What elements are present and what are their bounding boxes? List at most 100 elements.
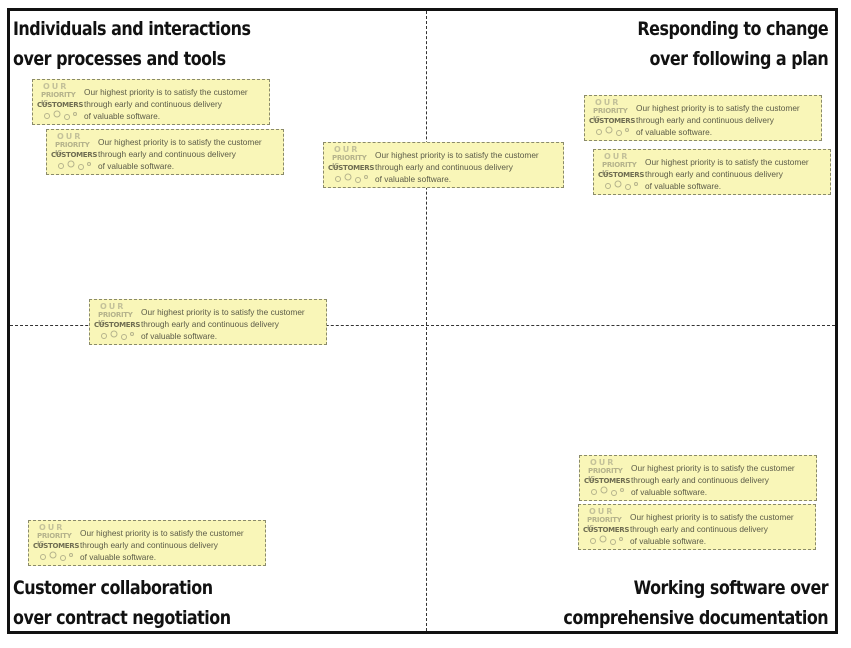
customers-logo-icon: OUR PRIORITY IS CUSTOMERS: [51, 132, 98, 172]
customers-logo-icon: OUR PRIORITY IS CUSTOMERS: [94, 302, 141, 342]
note-text-line: Our highest priority is to satisfy the c…: [98, 137, 262, 147]
logo-text: CUSTOMERS: [94, 321, 141, 329]
quadrant-label-line: Individuals and interactions: [13, 18, 251, 40]
note-text-line: Our highest priority is to satisfy the c…: [631, 463, 795, 473]
logo-text: CUSTOMERS: [51, 151, 98, 159]
note-text: Our highest priority is to satisfy the c…: [141, 306, 305, 342]
logo-text: OUR: [590, 458, 616, 467]
sticky-note[interactable]: OUR PRIORITY IS CUSTOMERS Our highest pr…: [593, 149, 831, 195]
logo-text: PRIORITY IS: [332, 154, 367, 170]
note-text-line: of valuable software.: [84, 111, 161, 121]
logo-text: PRIORITY IS: [587, 516, 622, 532]
note-text-line: Our highest priority is to satisfy the c…: [630, 512, 794, 522]
logo-text: OUR: [589, 507, 615, 516]
smiley-dots-icon: [58, 160, 91, 170]
note-text-line: of valuable software.: [630, 536, 707, 546]
smiley-dots-icon: [591, 486, 624, 496]
smiley-dots-icon: [590, 535, 623, 545]
smiley-dots-icon: [605, 180, 638, 190]
logo-text: OUR: [43, 82, 69, 91]
logo-text: CUSTOMERS: [589, 117, 636, 125]
logo-text: PRIORITY IS: [602, 161, 637, 177]
sticky-note[interactable]: OUR PRIORITY IS CUSTOMERS Our highest pr…: [323, 142, 564, 188]
note-text: Our highest priority is to satisfy the c…: [80, 527, 244, 563]
logo-text: PRIORITY IS: [41, 91, 76, 107]
note-text-line: Our highest priority is to satisfy the c…: [80, 528, 244, 538]
sticky-note[interactable]: OUR PRIORITY IS CUSTOMERS Our highest pr…: [46, 129, 284, 175]
quadrant-label-bottom-right: Working software over comprehensive docu…: [563, 573, 828, 633]
note-text: Our highest priority is to satisfy the c…: [636, 102, 800, 138]
horizontal-divider: [10, 325, 835, 326]
logo-text: CUSTOMERS: [328, 164, 375, 172]
note-text: Our highest priority is to satisfy the c…: [630, 511, 794, 547]
note-text-line: through early and continuous delivery: [84, 99, 222, 109]
note-text-line: of valuable software.: [375, 174, 452, 184]
sticky-note[interactable]: OUR PRIORITY IS CUSTOMERS Our highest pr…: [32, 79, 270, 125]
note-text-line: through early and continuous delivery: [630, 524, 768, 534]
note-text-line: Our highest priority is to satisfy the c…: [636, 103, 800, 113]
note-text-line: of valuable software.: [636, 127, 713, 137]
sticky-note[interactable]: OUR PRIORITY IS CUSTOMERS Our highest pr…: [584, 95, 822, 141]
quadrant-label-line: over processes and tools: [13, 48, 226, 70]
logo-text: OUR: [334, 145, 360, 154]
note-text-line: through early and continuous delivery: [645, 169, 783, 179]
note-text-line: Our highest priority is to satisfy the c…: [645, 157, 809, 167]
quadrant-label-line: over contract negotiation: [13, 607, 231, 629]
logo-text: PRIORITY IS: [98, 311, 133, 327]
customers-logo-icon: OUR PRIORITY IS CUSTOMERS: [598, 152, 645, 192]
note-text-line: through early and continuous delivery: [80, 540, 218, 550]
sticky-note[interactable]: OUR PRIORITY IS CUSTOMERS Our highest pr…: [578, 504, 816, 550]
sticky-note[interactable]: OUR PRIORITY IS CUSTOMERS Our highest pr…: [28, 520, 266, 566]
quadrant-label-line: Responding to change: [637, 18, 828, 40]
logo-text: OUR: [100, 302, 126, 311]
customers-logo-icon: OUR PRIORITY IS CUSTOMERS: [584, 458, 631, 498]
logo-text: PRIORITY IS: [55, 141, 90, 157]
note-text-line: of valuable software.: [98, 161, 175, 171]
quadrant-label-line: over following a plan: [649, 48, 828, 70]
smiley-dots-icon: [596, 126, 629, 136]
note-text: Our highest priority is to satisfy the c…: [631, 462, 795, 498]
logo-text: PRIORITY IS: [37, 532, 72, 548]
quadrant-label-line: Working software over: [633, 577, 828, 599]
logo-text: OUR: [39, 523, 65, 532]
note-text-line: of valuable software.: [631, 487, 708, 497]
customers-logo-icon: OUR PRIORITY IS CUSTOMERS: [589, 98, 636, 138]
customers-logo-icon: OUR PRIORITY IS CUSTOMERS: [33, 523, 80, 563]
quadrant-label-top-right: Responding to change over following a pl…: [637, 14, 828, 74]
note-text-line: through early and continuous delivery: [98, 149, 236, 159]
quadrant-label-bottom-left: Customer collaboration over contract neg…: [13, 573, 231, 633]
smiley-dots-icon: [40, 551, 73, 561]
logo-text: PRIORITY IS: [593, 107, 628, 123]
note-text-line: of valuable software.: [80, 552, 157, 562]
note-text: Our highest priority is to satisfy the c…: [98, 136, 262, 172]
smiley-dots-icon: [101, 330, 134, 340]
sticky-note[interactable]: OUR PRIORITY IS CUSTOMERS Our highest pr…: [579, 455, 817, 501]
note-text-line: through early and continuous delivery: [375, 162, 513, 172]
logo-text: OUR: [604, 152, 630, 161]
quadrant-label-line: Customer collaboration: [13, 577, 213, 599]
note-text: Our highest priority is to satisfy the c…: [375, 149, 539, 185]
smiley-dots-icon: [44, 110, 77, 120]
note-text-line: through early and continuous delivery: [631, 475, 769, 485]
logo-text: CUSTOMERS: [33, 542, 80, 550]
logo-text: CUSTOMERS: [37, 101, 84, 109]
logo-text: PRIORITY IS: [588, 467, 623, 483]
note-text-line: Our highest priority is to satisfy the c…: [141, 307, 305, 317]
note-text-line: through early and continuous delivery: [636, 115, 774, 125]
note-text: Our highest priority is to satisfy the c…: [645, 156, 809, 192]
note-text-line: of valuable software.: [645, 181, 722, 191]
customers-logo-icon: OUR PRIORITY IS CUSTOMERS: [328, 145, 375, 185]
logo-text: CUSTOMERS: [584, 477, 631, 485]
note-text: Our highest priority is to satisfy the c…: [84, 86, 248, 122]
logo-text: OUR: [57, 132, 83, 141]
logo-text: OUR: [595, 98, 621, 107]
quadrant-label-top-left: Individuals and interactions over proces…: [13, 14, 251, 74]
logo-text: CUSTOMERS: [583, 526, 630, 534]
sticky-note[interactable]: OUR PRIORITY IS CUSTOMERS Our highest pr…: [89, 299, 327, 345]
note-text-line: Our highest priority is to satisfy the c…: [84, 87, 248, 97]
logo-text: CUSTOMERS: [598, 171, 645, 179]
note-text-line: through early and continuous delivery: [141, 319, 279, 329]
quadrant-label-line: comprehensive documentation: [563, 607, 828, 629]
note-text-line: Our highest priority is to satisfy the c…: [375, 150, 539, 160]
customers-logo-icon: OUR PRIORITY IS CUSTOMERS: [37, 82, 84, 122]
